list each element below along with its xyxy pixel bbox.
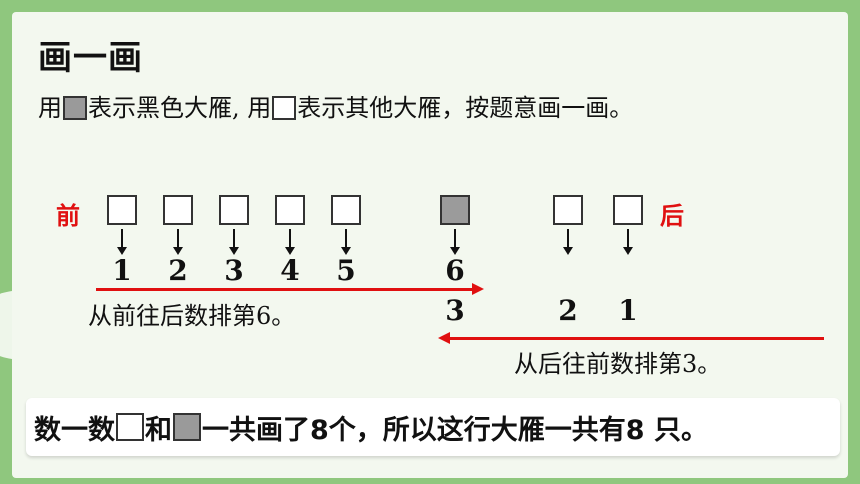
arrow-down-icon	[450, 229, 460, 255]
arrow-down-icon	[285, 229, 295, 255]
summary-part3: 一共画了8个，所以这行大雁一共有8 只。	[202, 414, 708, 446]
backward-red-arrow	[438, 332, 824, 344]
forward-number: 3	[224, 254, 244, 287]
front-label: 前	[56, 202, 80, 230]
instruction-part2: 表示黑色大雁, 用	[88, 94, 272, 122]
back-label: 后	[660, 202, 684, 230]
goose-box-8	[613, 195, 643, 225]
black-goose-box	[440, 195, 470, 225]
backward-number: 2	[558, 294, 578, 327]
arrow-right-icon	[472, 283, 484, 295]
forward-number: 1	[112, 254, 132, 287]
arrow-down-icon	[341, 229, 351, 255]
page-title: 画一画	[38, 38, 143, 78]
forward-number: 2	[168, 254, 188, 287]
caption-forward: 从前往后数排第6。	[88, 302, 296, 330]
gray-square-icon	[63, 96, 87, 120]
caption-backward: 从后往前数排第3。	[514, 350, 722, 378]
backward-number: 1	[618, 294, 638, 327]
arrow-down-icon	[173, 229, 183, 255]
forward-number: 4	[280, 254, 300, 287]
white-square-icon	[116, 413, 144, 441]
instruction-text: 用表示黑色大雁, 用表示其他大雁，按题意画一画。	[38, 88, 798, 128]
instruction-part1: 用	[38, 94, 62, 122]
arrow-down-icon	[229, 229, 239, 255]
arrow-down-icon	[117, 229, 127, 255]
goose-box-4	[275, 195, 305, 225]
arrow-down-icon	[563, 229, 573, 255]
gray-square-icon	[173, 413, 201, 441]
goose-box-5	[331, 195, 361, 225]
summary-part2: 和	[145, 414, 172, 446]
forward-red-arrow	[96, 283, 484, 295]
goose-box-7	[553, 195, 583, 225]
goose-box-1	[107, 195, 137, 225]
backward-number: 3	[445, 294, 465, 327]
arrow-left-icon	[438, 332, 450, 344]
forward-number: 5	[336, 254, 356, 287]
goose-box-2	[163, 195, 193, 225]
summary-box: 数一数和一共画了8个，所以这行大雁一共有8 只。	[26, 398, 840, 456]
forward-number: 6	[445, 254, 465, 287]
goose-box-3	[219, 195, 249, 225]
instruction-part3: 表示其他大雁，按题意画一画。	[297, 94, 634, 122]
white-square-icon	[272, 96, 297, 120]
summary-part1: 数一数	[34, 414, 115, 446]
arrow-down-icon	[623, 229, 633, 255]
